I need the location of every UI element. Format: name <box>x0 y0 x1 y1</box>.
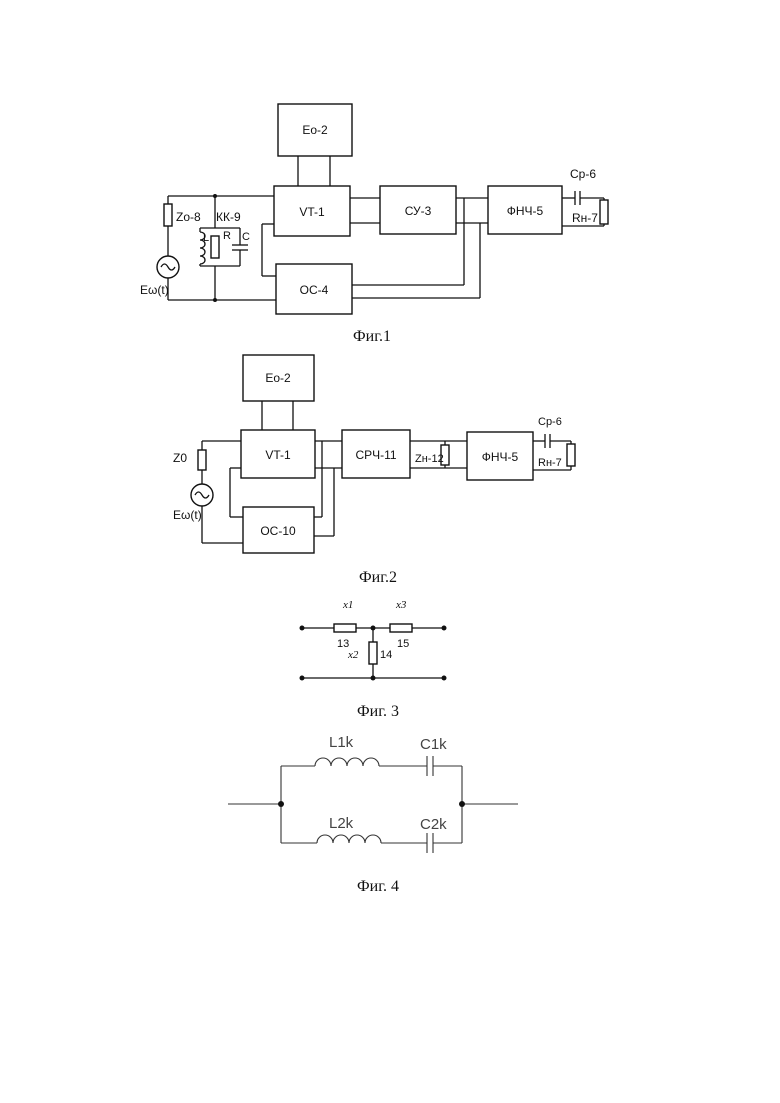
figure-4: L1k C1k L2k C2k Фиг. 4 <box>228 734 518 895</box>
fig1-caption: Фиг.1 <box>353 328 391 345</box>
zo-resistor <box>164 204 172 226</box>
kk-label: КК-9 <box>216 210 241 224</box>
l1k-label: L1k <box>329 734 354 751</box>
e0-label: Eo-2 <box>302 123 328 137</box>
os-label: ОС-4 <box>300 283 329 297</box>
z0-resistor <box>198 450 206 470</box>
l2k-inductor <box>317 835 381 843</box>
l1k-inductor <box>315 758 379 766</box>
fnch-label: ФНЧ-5 <box>507 204 544 218</box>
vt-label: VT-1 <box>265 448 291 462</box>
srch-label: СРЧ-11 <box>355 448 396 462</box>
cp-label: Cp-6 <box>570 167 596 181</box>
rn-resistor <box>567 444 575 466</box>
rn-label: Rн-7 <box>572 211 598 225</box>
x1-impedance <box>334 624 356 632</box>
cp-label: Cp-6 <box>538 416 562 428</box>
x2-label: x2 <box>347 649 359 661</box>
c-label: C <box>242 231 250 243</box>
figure-3: x1 x3 x2 13 15 14 Фиг. 3 <box>300 599 447 720</box>
zn-label: Zн-12 <box>415 453 444 465</box>
fig2-caption: Фиг.2 <box>359 569 397 586</box>
figure-2: Eo-2 VT-1 СРЧ-11 Zн-12 ФНЧ-5 ОС-10 Z0 Eω… <box>173 355 575 586</box>
c1k-label: C1k <box>420 736 447 753</box>
zo-label: Zo-8 <box>176 210 201 224</box>
rn-label: Rн-7 <box>538 457 562 469</box>
l2k-label: L2k <box>329 815 354 832</box>
x3-impedance <box>390 624 412 632</box>
figure-1: Eo-2 VT-1 СУ-3 ФНЧ-5 ОС-4 Zo-8 КК-9 L R … <box>140 104 608 345</box>
n14-label: 14 <box>380 649 392 661</box>
vt-label: VT-1 <box>299 205 325 219</box>
source-label: Eω(t) <box>173 508 202 522</box>
resistor-r <box>211 236 219 258</box>
n15-label: 15 <box>397 638 409 650</box>
x1-label: x1 <box>342 599 353 611</box>
x2-impedance <box>369 642 377 664</box>
x3-label: x3 <box>395 599 407 611</box>
r-label: R <box>223 230 231 242</box>
fig3-caption: Фиг. 3 <box>357 703 399 720</box>
source-label: Eω(t) <box>140 283 169 297</box>
c2k-label: C2k <box>420 816 447 833</box>
e0-label: Eo-2 <box>265 371 291 385</box>
su-label: СУ-3 <box>405 204 432 218</box>
os-label: ОС-10 <box>260 524 296 538</box>
fig4-caption: Фиг. 4 <box>357 878 399 895</box>
fnch-label: ФНЧ-5 <box>482 450 519 464</box>
l-label: L <box>203 232 209 244</box>
n13-label: 13 <box>337 638 349 650</box>
z0-label: Z0 <box>173 451 187 465</box>
rn-resistor <box>600 200 608 224</box>
